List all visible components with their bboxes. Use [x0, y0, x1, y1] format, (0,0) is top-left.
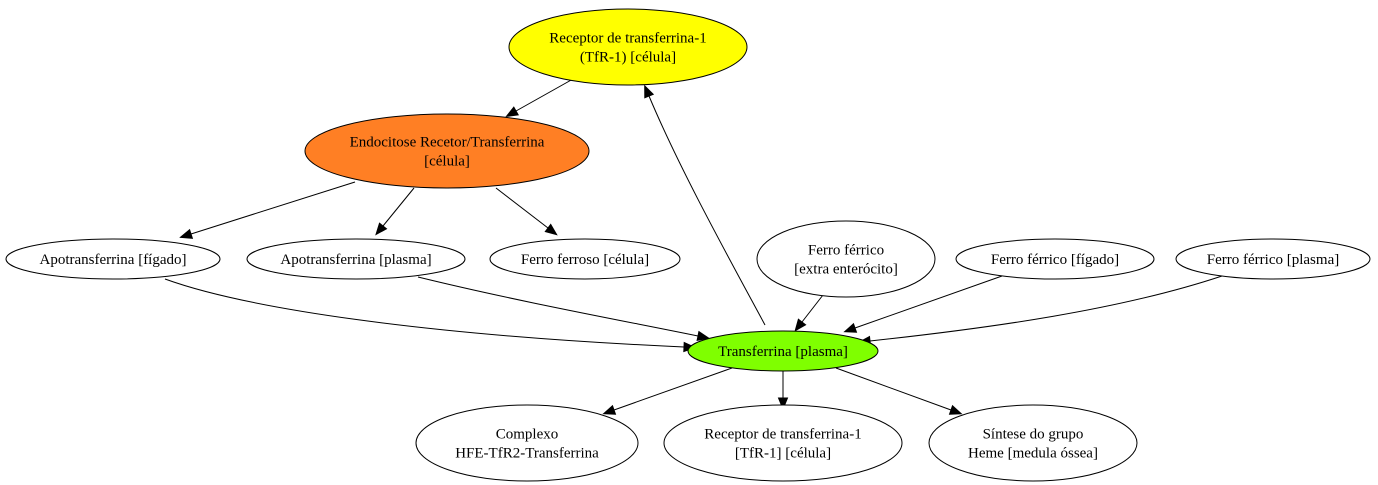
node-label-line: Receptor de transferrina-1	[704, 427, 861, 443]
node-ferrico-figado: Ferro férrico [fígado]	[955, 238, 1155, 280]
edge-tfr1-top-to-endocitose	[505, 78, 574, 118]
edge-line	[495, 187, 549, 229]
edge-ferrico-extra-to-transferrina-plasma	[794, 294, 824, 332]
node-label-line: Apotransferrina [fígado]	[39, 252, 186, 268]
arrowhead	[375, 222, 388, 236]
node-ellipse	[687, 330, 879, 372]
arrowhead	[948, 404, 963, 415]
node-label-line: (TfR-1) [célula]	[580, 50, 676, 66]
edge-line	[190, 181, 356, 235]
node-ellipse	[5, 238, 221, 280]
node-label-line: Heme [medula óssea]	[968, 446, 1098, 462]
arrowhead	[843, 322, 858, 333]
edge-line	[648, 95, 766, 326]
node-label-line: HFE-TfR2-Transferrina	[455, 446, 599, 462]
arrowhead	[179, 228, 194, 239]
edge-line	[613, 367, 733, 411]
arrowhead	[602, 404, 617, 415]
node-apo-figado: Apotransferrina [fígado]	[5, 238, 221, 280]
node-ellipse	[1175, 238, 1371, 280]
arrowhead	[794, 318, 807, 332]
node-label-line: Endocitose Recetor/Transferrina	[350, 135, 545, 151]
edge-line	[854, 275, 1003, 329]
edge-endocitose-to-apo-plasma	[375, 187, 415, 236]
node-endocitose: Endocitose Recetor/Transferrina [célula]	[304, 113, 590, 189]
node-label-line: Ferro férrico [plasma]	[1207, 252, 1339, 268]
node-label-line: Transferrina [plasma]	[718, 344, 848, 360]
node-ellipse	[508, 8, 748, 86]
node-label-line: Apotransferrina [plasma]	[280, 252, 431, 268]
node-ferrico-extra: Ferro férrico [extra enterócito]	[756, 220, 936, 298]
node-label-line: [célula]	[424, 154, 470, 170]
node-label-line: Complexo	[496, 427, 559, 443]
node-ellipse	[663, 404, 903, 482]
node-tfr1-bottom: Receptor de transferrina-1 [TfR-1] [célul…	[663, 404, 903, 482]
node-label-line: Ferro férrico	[808, 243, 884, 259]
edge-apo-plasma-to-transferrina-plasma	[417, 276, 711, 342]
edge-transferrina-plasma-to-complexo-hfe	[602, 367, 733, 415]
edge-ferrico-figado-to-transferrina-plasma	[843, 275, 1003, 333]
arrowhead	[644, 84, 655, 99]
edge-transferrina-plasma-to-sintese-heme	[835, 367, 963, 415]
node-label-line: Ferro férrico [fígado]	[991, 252, 1119, 268]
edge-line	[164, 278, 685, 348]
edge-transferrina-plasma-to-tfr1-bottom	[777, 371, 789, 411]
edges-layer	[164, 78, 1223, 415]
edge-line	[835, 367, 952, 411]
edge-ferrico-plasma-to-transferrina-plasma	[857, 275, 1223, 347]
arrowhead	[777, 397, 789, 411]
edge-line	[382, 187, 415, 227]
node-apo-plasma: Apotransferrina [plasma]	[246, 238, 466, 280]
edge-endocitose-to-ferroso-celula	[495, 187, 558, 236]
node-label-line: Ferro ferroso [célula]	[521, 252, 649, 268]
node-ellipse	[489, 238, 681, 280]
edge-line	[417, 276, 699, 337]
node-ellipse	[756, 220, 936, 298]
edge-line	[869, 275, 1223, 342]
node-ellipse	[415, 404, 639, 482]
node-ellipse	[246, 238, 466, 280]
arrowhead	[696, 330, 711, 342]
arrowhead	[544, 223, 558, 236]
node-ferrico-plasma: Ferro férrico [plasma]	[1175, 238, 1371, 280]
node-label-line: [TfR-1] [célula]	[735, 446, 831, 462]
node-label-line: [extra enterócito]	[794, 262, 898, 278]
edge-line	[515, 78, 574, 112]
edge-transferrina-plasma-to-tfr1-top	[644, 84, 766, 326]
arrowhead	[505, 106, 520, 118]
node-ellipse	[928, 404, 1138, 482]
nodes-layer: Receptor de transferrina-1 (TfR-1) [célul…	[5, 8, 1371, 482]
node-tfr1-top: Receptor de transferrina-1 (TfR-1) [célul…	[508, 8, 748, 86]
edge-apo-figado-to-transferrina-plasma	[164, 278, 697, 353]
node-transferrina-plasma: Transferrina [plasma]	[687, 330, 879, 372]
edge-line	[801, 294, 824, 323]
edge-endocitose-to-apo-figado	[179, 181, 356, 239]
node-label-line: Receptor de transferrina-1	[549, 31, 706, 47]
node-label-line: Síntese do grupo	[983, 427, 1084, 443]
node-ferroso-celula: Ferro ferroso [célula]	[489, 238, 681, 280]
node-ellipse	[304, 113, 590, 189]
node-ellipse	[955, 238, 1155, 280]
